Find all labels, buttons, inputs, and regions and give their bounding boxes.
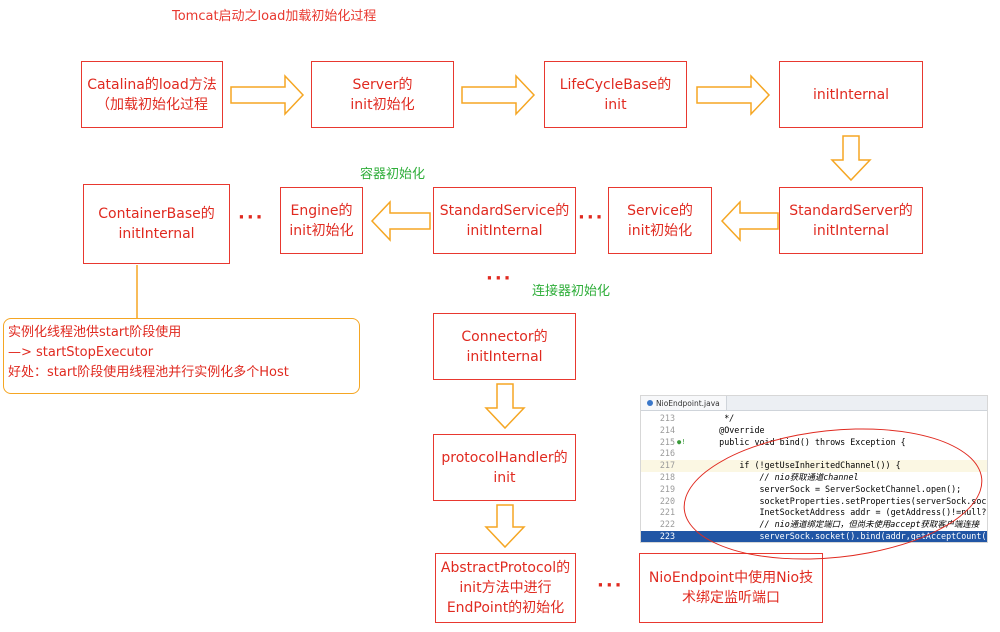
section-label-container: 容器初始化 xyxy=(360,167,426,182)
thread-pool-note: 实例化线程池供start阶段使用 —> startStopExecutor 好处… xyxy=(3,318,360,394)
arrow-right-3 xyxy=(696,74,771,116)
box-abstractprotocol-init: AbstractProtocol的 init方法中进行 EndPoint的初始化 xyxy=(435,553,576,623)
box-standardservice-initinternal: StandardService的 initInternal xyxy=(433,187,576,254)
ellipsis-engine: ··· xyxy=(238,207,265,228)
code-line: 218 // nio获取通道channel xyxy=(659,471,859,482)
box-standardserver-initinternal: StandardServer的 initInternal xyxy=(779,187,923,254)
code-line: 222 // nio通道绑定端口，但尚未使用accept获取客户端连接 xyxy=(659,519,980,530)
section-label-connector: 连接器初始化 xyxy=(532,284,611,299)
ellipsis-connector: ··· xyxy=(486,268,513,289)
diagram-title: Tomcat启动之load加载初始化过程 xyxy=(172,9,377,24)
arrow-right-2 xyxy=(461,74,536,116)
arrow-down-1 xyxy=(830,135,872,182)
box-initinternal: initInternal xyxy=(779,61,923,128)
code-line: 214 @Override xyxy=(659,424,765,435)
ellipsis-service: ··· xyxy=(578,207,605,228)
editor-tab[interactable]: NioEndpoint.java xyxy=(641,396,727,410)
box-service-init: Service的 init初始化 xyxy=(608,187,712,254)
arrow-left-1 xyxy=(720,200,779,242)
note-line-1: 实例化线程池供start阶段使用 xyxy=(8,325,182,340)
code-line: 220 socketProperties.setProperties(serve… xyxy=(659,495,987,506)
editor-tab-bar: NioEndpoint.java xyxy=(641,396,987,411)
code-line: 219 serverSock = ServerSocketChannel.ope… xyxy=(659,483,962,494)
box-lifecyclebase-init: LifeCycleBase的 init xyxy=(544,61,687,128)
box-containerbase-initinternal: ContainerBase的 initInternal xyxy=(83,184,230,264)
arrow-left-2 xyxy=(370,200,431,242)
arrow-down-2 xyxy=(484,383,526,430)
code-line: 215●! public void bind() throws Exceptio… xyxy=(659,436,906,447)
box-catalina-load: Catalina的load方法 （加载初始化过程 xyxy=(81,61,223,128)
box-engine-init: Engine的 init初始化 xyxy=(280,187,363,254)
code-line: 221 InetSocketAddress addr = (getAddress… xyxy=(659,507,987,518)
ellipsis-nioendpoint: ··· xyxy=(597,575,624,596)
override-gutter-icon: ●! xyxy=(677,437,686,446)
code-line: 217 if (!getUseInheritedChannel()) { xyxy=(641,460,987,472)
code-line-selected: 223 serverSock.socket().bind(addr,getAcc… xyxy=(641,530,987,542)
arrow-down-3 xyxy=(484,504,526,549)
code-screenshot: NioEndpoint.java 213 */ 214 @Override 21… xyxy=(640,395,988,543)
note-line-3: 好处：start阶段使用线程池并行实例化多个Host xyxy=(8,365,289,380)
code-line: 213 */ xyxy=(659,413,735,423)
note-line-2: —> startStopExecutor xyxy=(8,345,154,360)
java-file-icon xyxy=(647,400,653,406)
arrow-right-1 xyxy=(230,74,305,116)
box-server-init: Server的 init初始化 xyxy=(311,61,454,128)
box-nioendpoint-bind: NioEndpoint中使用Nio技 术绑定监听端口 xyxy=(639,553,823,623)
code-line: 216 xyxy=(659,448,675,459)
box-protocolhandler-init: protocolHandler的 init xyxy=(433,434,576,501)
box-connector-initinternal: Connector的 initInternal xyxy=(433,313,576,380)
